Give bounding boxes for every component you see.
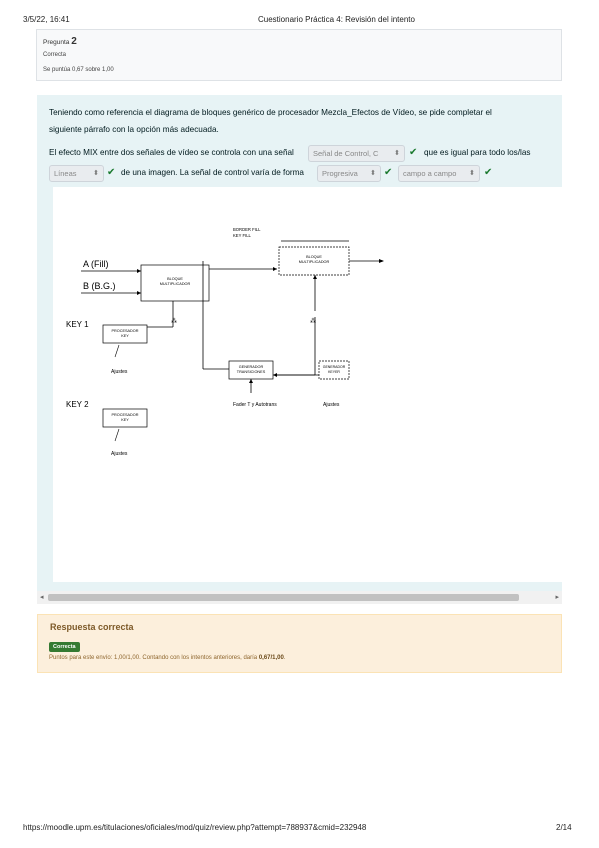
label-bg: B (B.G.) [83,281,116,291]
line-ajustes1 [114,344,120,358]
scroll-right-icon[interactable]: ▸ [555,594,559,601]
label-fill: A (Fill) [83,259,109,269]
print-date: 3/5/22, 16:41 [23,15,70,24]
diagram-canvas: A (Fill) B (B.G.) BLOQUE MULTIPLICADOR B… [53,187,562,582]
answer-select-2[interactable]: Líneas⬍ [49,165,104,182]
block-mult-2-label: BLOQUE [306,255,322,259]
question-text: Teniendo como referencia el diagrama de … [37,95,562,187]
label-ajustes1: Ajustes [111,369,128,375]
switch-icon: ⁂ [310,318,316,325]
select-caret-icon: ⬍ [469,170,475,177]
block-mult-2-label-2: MULTIPLICADOR [299,260,330,264]
answer-select-4[interactable]: campo a campo⬍ [398,165,480,182]
correct-badge: Correcta [49,642,80,652]
line-ajustes2 [114,428,120,442]
label-border: BORDER FILL [233,227,261,232]
block-gen2-label: GENERADOR [323,365,346,369]
feedback-marks: Puntos para este envío: 1,00/1,00. Conta… [49,655,286,661]
block-gen-label-2: TRANSICIONES [237,370,266,374]
question-part-3: de una imagen. La señal de control varía… [121,168,304,177]
scroll-left-icon[interactable]: ◂ [40,594,44,601]
label-fader: Fader T y Autotrans [233,402,277,408]
feedback-panel: Respuesta correcta Correcta Puntos para … [37,614,562,673]
check-icon: ✔ [384,167,393,178]
block-diagram: A (Fill) B (B.G.) BLOQUE MULTIPLICADOR B… [66,227,384,457]
label-border-2: KEY FILL [233,233,252,238]
question-grade: Se puntúa 0,67 sobre 1,00 [43,67,114,73]
question-state: Correcta [43,52,67,58]
block-proc-1-label: PROCESADOR [111,329,138,333]
block-mult-1-label-2: MULTIPLICADOR [160,282,191,286]
print-title: Cuestionario Práctica 4: Revisión del in… [258,15,415,24]
question-number: Pregunta 2 [43,36,77,47]
question-part-1: El efecto MIX entre dos señales de vídeo… [49,148,294,157]
block-proc-2-label: PROCESADOR [111,413,138,417]
answer-select-1[interactable]: Señal de Control, C⬍ [308,145,405,162]
label-ajustes2: Ajustes [111,451,128,457]
arrow-bg [137,291,141,295]
diagram-frame: A (Fill) B (B.G.) BLOQUE MULTIPLICADOR B… [37,187,562,591]
arrow-fill [137,269,141,273]
check-icon: ✔ [107,167,116,178]
select-caret-icon: ⬍ [370,170,376,177]
check-icon: ✔ [409,147,418,158]
feedback-title: Respuesta correcta [50,622,134,632]
label-key2: KEY 2 [66,400,89,409]
arrow-output [379,259,384,263]
switch-icon: ⁂ [171,318,177,325]
question-part-2: que es igual para todo los/las [424,148,531,157]
block-gen2 [318,360,350,380]
scroll-thumb[interactable] [48,594,519,601]
horizontal-scrollbar[interactable]: ◂ ▸ [37,591,562,604]
label-key1: KEY 1 [66,320,89,329]
select-caret-icon: ⬍ [394,150,400,157]
answer-select-3[interactable]: Progresiva⬍ [317,165,381,182]
question-line-2: siguiente párrafo con la opción más adec… [49,125,219,134]
select-caret-icon: ⬍ [93,170,99,177]
block-gen-label: GENERADOR [239,365,264,369]
block-proc-2-label-2: KEY [121,418,129,422]
label-ajustes3: Ajustes [323,402,340,408]
question-info: Pregunta 2 Correcta Se puntúa 0,67 sobre… [36,29,562,81]
block-proc-1-label-2: KEY [121,334,129,338]
print-page: 2/14 [556,823,572,832]
block-proc-2 [102,408,148,428]
arrow-to-mult2 [313,275,317,279]
block-proc-1 [102,324,148,344]
arrow-gen2-left [273,373,277,377]
check-icon: ✔ [484,167,493,178]
block-gen2-label-2: KEYER [328,370,340,374]
print-url: https://moodle.upm.es/titulaciones/ofici… [23,823,367,832]
arrow-mult1-out [273,267,277,271]
block-mult-1-label: BLOQUE [167,277,183,281]
arrow-fader [249,379,253,383]
block-mult-1 [140,264,210,302]
question-line-1: Teniendo como referencia el diagrama de … [49,108,492,117]
